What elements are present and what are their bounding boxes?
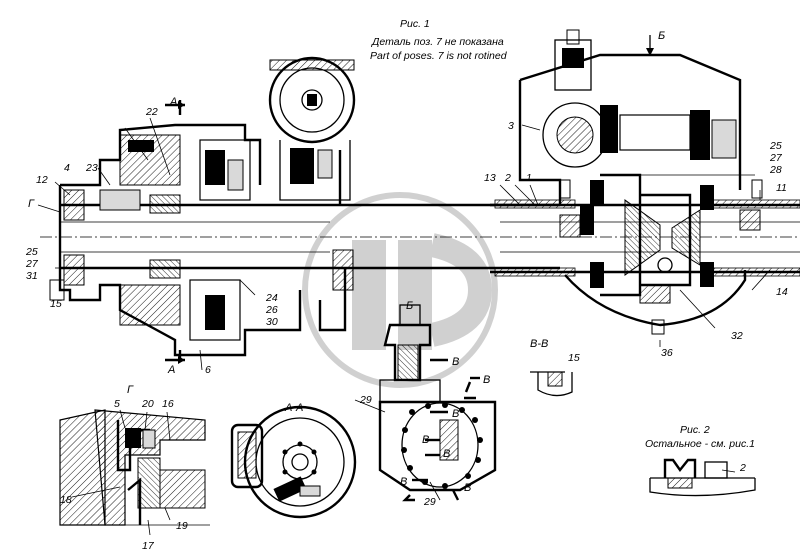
section-label-a-bottom: А [168, 364, 176, 376]
callout-28: 28 [770, 164, 782, 176]
callout-25-right: 25 [770, 140, 782, 152]
callout-3: 3 [508, 120, 514, 132]
callout-5: 5 [114, 398, 120, 410]
section-aa-diagram [230, 405, 357, 519]
callout-36: 36 [661, 347, 673, 359]
section-label-b-top: Б [658, 30, 666, 42]
section-label-b-mid: Б [406, 300, 414, 312]
figure-2-diagram [649, 458, 756, 497]
section-label-v6: В [400, 476, 408, 488]
callout-27-left: 27 [26, 258, 38, 270]
section-label-v2: В [483, 374, 491, 386]
callout-1: 1 [526, 172, 532, 184]
callout-32: 32 [731, 330, 743, 342]
circular-logo-icon [302, 192, 498, 388]
callout-20: 20 [142, 398, 154, 410]
main-axle-view [40, 29, 800, 357]
view-label-vv: В-В [530, 338, 549, 350]
detail-label-g: Г [127, 384, 133, 396]
callout-14: 14 [776, 286, 788, 298]
callout-30: 30 [266, 316, 278, 328]
figure-1-title: Рис. 1 [400, 18, 430, 30]
callout-29-bottom: 29 [424, 496, 436, 508]
callout-11: 11 [776, 182, 787, 194]
callout-15-vv: 15 [568, 352, 580, 364]
section-label-g-left: Г [28, 198, 34, 210]
callout-12: 12 [36, 174, 48, 186]
detail-g-diagram [59, 409, 210, 526]
callout-31: 31 [26, 270, 38, 282]
figure-1-note-en: Part of poses. 7 is not rotined [370, 50, 507, 62]
callout-15-left: 15 [50, 298, 62, 310]
view-b-diagram [378, 304, 497, 502]
callout-4: 4 [64, 162, 70, 174]
figure-2-title: Рис. 2 [680, 424, 710, 436]
figure-1-note-ru: Деталь поз. 7 не показана [372, 36, 504, 48]
callout-18: 18 [60, 494, 72, 506]
callout-22: 22 [146, 106, 158, 118]
figure-2-note: Остальное - см. рис.1 [645, 438, 755, 450]
callout-27-right: 27 [770, 152, 782, 164]
callout-2: 2 [505, 172, 511, 184]
callout-24: 24 [266, 292, 278, 304]
section-label-v3: В [452, 408, 460, 420]
callout-6: 6 [205, 364, 211, 376]
section-vv-diagram [530, 371, 573, 397]
callout-17: 17 [142, 540, 154, 552]
callout-23: 23 [86, 162, 98, 174]
section-markers [37, 35, 771, 536]
section-label-a-top: А [170, 96, 178, 108]
view-label-aa: А-А [285, 402, 304, 414]
section-label-v7: В [464, 482, 472, 494]
section-label-v1: В [452, 356, 460, 368]
section-label-v5: В [443, 448, 451, 460]
callout-13: 13 [484, 172, 496, 184]
callout-26-left: 26 [266, 304, 278, 316]
callout-29-top: 29 [360, 394, 372, 406]
callout-25-left: 25 [26, 246, 38, 258]
section-label-v4: В [422, 434, 430, 446]
callout-16: 16 [162, 398, 174, 410]
callout-19: 19 [176, 520, 188, 532]
callout-2-fig2: 2 [740, 462, 746, 474]
